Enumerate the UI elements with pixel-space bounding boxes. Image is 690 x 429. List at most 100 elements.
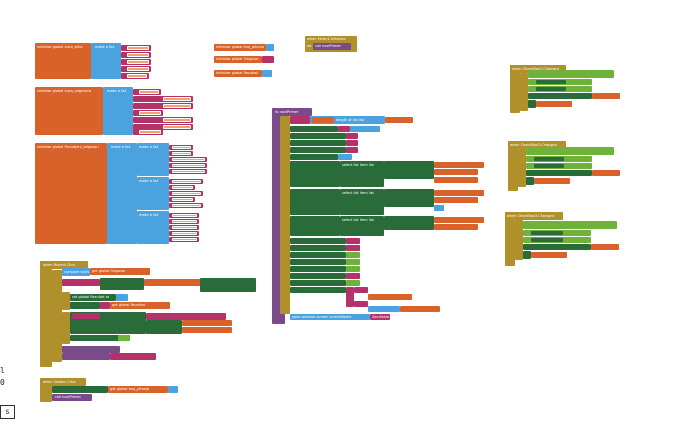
text-block[interactable] [346,140,358,146]
set-row[interactable] [290,259,346,265]
get-rezultat[interactable]: get global Rezultat [110,302,170,309]
join-block[interactable] [146,313,226,320]
when-potvrdi-click-block[interactable] [40,261,52,367]
bool-block[interactable] [346,266,360,272]
number-block[interactable] [266,44,274,51]
component-block[interactable] [62,279,100,286]
text-block[interactable] [354,301,368,307]
make-list-block[interactable]: make a list [91,43,121,79]
get-block[interactable] [592,93,620,99]
open-screen-block[interactable]: open another screen screenName [290,314,370,320]
set-row[interactable] [290,216,340,236]
component-block[interactable] [534,164,564,168]
when-checkbox1-block[interactable] [510,65,520,113]
text-block[interactable] [110,353,156,360]
when-checkbox2-block[interactable] [508,141,518,191]
get-block[interactable] [536,101,572,107]
get-lista-odgovora[interactable] [434,162,484,168]
set-broj-pitanja-block[interactable] [52,386,108,393]
set-row[interactable] [523,244,591,250]
list-item[interactable] [169,237,199,242]
text-block[interactable]: Završetak [370,314,390,320]
make-list-block[interactable]: make a list [137,211,169,244]
get-broj-pitanja[interactable] [434,224,478,230]
number-block[interactable] [434,205,444,211]
bool-block[interactable] [346,238,360,244]
select-list-item-block[interactable] [200,278,256,292]
list-item[interactable] [133,129,163,135]
get-block[interactable] [534,178,570,184]
list-item[interactable] [133,89,161,95]
call-noviprimer-block[interactable]: call noviPrimer [313,43,351,50]
compare-block[interactable] [523,221,617,229]
list-item[interactable] [169,197,195,202]
list-item[interactable] [169,169,207,174]
text-block[interactable] [262,56,274,63]
if-block[interactable] [280,116,290,314]
set-row[interactable] [290,280,346,286]
get-rezultat[interactable] [368,294,412,300]
init-odgovor-block[interactable]: initialize global Odgovor [214,56,262,63]
init-lista-slika-block[interactable]: initialize global Lista_slika [35,43,91,79]
set-row[interactable] [290,273,346,279]
list-item[interactable] [169,225,199,230]
text-block[interactable] [100,302,110,309]
component-block[interactable] [531,231,563,235]
select-list-item-block[interactable] [100,278,144,290]
get-lista-odgovora[interactable] [144,279,202,286]
init-ponudjeni-block[interactable]: initialize global Ponudjeni_odgovori [35,143,107,244]
component-block[interactable] [536,87,566,91]
get-broj-pitanja[interactable] [312,117,334,123]
set-row[interactable] [290,287,346,293]
bool-block[interactable] [346,252,360,258]
get-ponudjeni[interactable] [434,217,484,223]
set-row[interactable] [290,140,346,146]
if-block[interactable] [515,220,523,260]
list-item[interactable] [121,66,151,72]
length-list-block[interactable]: length of list list [310,116,385,124]
component-block[interactable] [534,157,564,161]
select-list-item-block[interactable] [384,189,434,207]
select-list-item-block[interactable] [384,161,434,179]
join-block[interactable] [346,287,354,307]
set-row[interactable] [528,93,592,99]
if-block[interactable] [520,73,528,111]
set-row[interactable] [290,133,346,139]
get-odgovor[interactable] [434,177,478,183]
list-item[interactable] [169,219,199,224]
set-row[interactable] [290,189,340,215]
list-item[interactable] [121,73,149,79]
bool-block[interactable] [346,273,360,279]
list-item[interactable] [169,213,199,218]
get-block[interactable] [531,252,567,258]
get-odgovor[interactable] [400,306,440,312]
bool-block[interactable] [346,280,360,286]
set-row[interactable] [290,238,346,244]
list-item[interactable] [169,191,203,196]
list-item[interactable] [169,179,203,184]
component-block[interactable] [531,238,563,242]
set-row[interactable] [290,161,340,187]
get-broj-pitanja[interactable]: get global broj_pitanja [108,386,168,393]
set-row[interactable] [290,154,338,160]
set-row[interactable] [62,353,110,360]
text-block[interactable] [346,147,358,153]
list-item[interactable] [169,231,199,236]
math-block[interactable] [116,294,128,301]
get-lista-slika[interactable] [385,117,413,123]
bool-block[interactable] [346,259,360,265]
component-block[interactable] [536,80,566,84]
get-block[interactable] [592,170,620,176]
side-button[interactable]: s [0,405,15,419]
compare-block[interactable] [290,116,310,124]
set-row[interactable] [62,346,120,353]
list-item[interactable] [121,59,151,65]
text-block[interactable] [338,126,350,132]
select-list-item-block[interactable] [146,320,182,334]
init-lista-odgovora-block[interactable]: initialize global Lista_odgovora [35,87,103,135]
set-row[interactable] [526,170,592,176]
select-list-item-block[interactable]: select list item list [340,161,384,187]
set-row[interactable] [528,100,536,108]
get-lista-odgovora[interactable] [182,320,232,326]
list-item[interactable] [133,124,193,130]
